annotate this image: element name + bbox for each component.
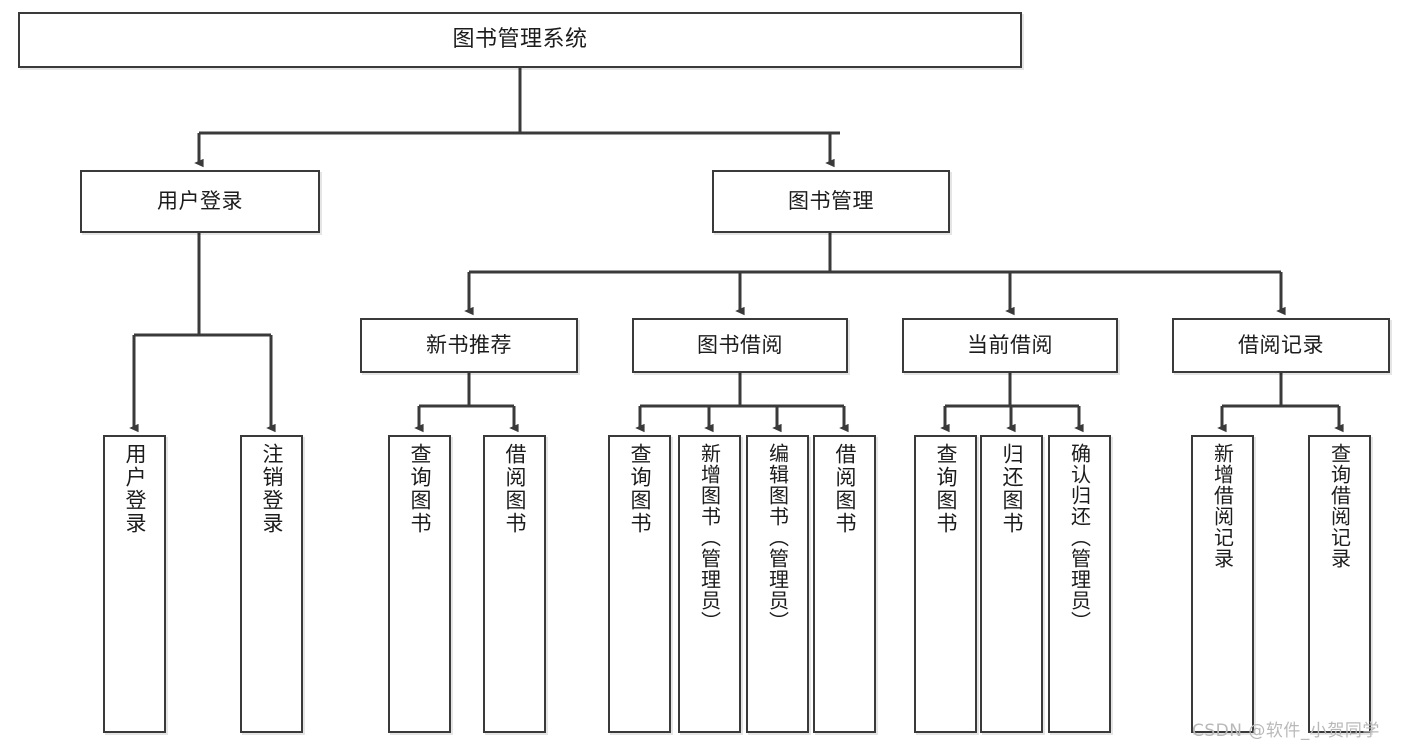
node-label: 查询图书: [408, 443, 432, 535]
node-label: 用户登录: [123, 443, 147, 535]
leaf-return-book[interactable]: 归还图书: [980, 435, 1043, 733]
node-borrow-record[interactable]: 借阅记录: [1172, 318, 1390, 373]
leaf-borrow-book[interactable]: 借阅图书: [813, 435, 876, 733]
node-current-borrow[interactable]: 当前借阅: [902, 318, 1118, 373]
node-label: 归还图书: [1000, 443, 1024, 535]
leaf-query-borrow-record[interactable]: 查询借阅记录: [1308, 435, 1371, 733]
node-new-book-recommend[interactable]: 新书推荐: [360, 318, 578, 373]
node-label: 图书管理系统: [452, 26, 588, 52]
node-book-borrow[interactable]: 图书借阅: [632, 318, 848, 373]
node-label: 查询图书: [628, 443, 652, 535]
leaf-borrow-book-recommend[interactable]: 借阅图书: [483, 435, 546, 733]
node-label: 编辑图书（管理员）: [765, 443, 790, 632]
node-label: 新增图书（管理员）: [697, 443, 722, 632]
node-label: 新书推荐: [426, 332, 512, 357]
node-label: 借阅图书: [833, 443, 857, 535]
node-user-login[interactable]: 用户登录: [80, 170, 320, 233]
leaf-edit-book-admin[interactable]: 编辑图书（管理员）: [746, 435, 809, 733]
leaf-query-book-recommend[interactable]: 查询图书: [388, 435, 451, 733]
node-label: 当前借阅: [967, 332, 1053, 357]
node-label: 用户登录: [157, 188, 243, 213]
leaf-query-book-current[interactable]: 查询图书: [914, 435, 977, 733]
leaf-logout-login[interactable]: 注销登录: [240, 435, 303, 733]
leaf-user-login[interactable]: 用户登录: [103, 435, 166, 733]
node-label: 图书管理: [788, 188, 874, 213]
node-label: 确认归还（管理员）: [1067, 443, 1092, 632]
node-label: 借阅图书: [503, 443, 527, 535]
leaf-query-book-borrow[interactable]: 查询图书: [608, 435, 671, 733]
leaf-add-book-admin[interactable]: 新增图书（管理员）: [678, 435, 741, 733]
node-label: 查询借阅记录: [1327, 443, 1352, 569]
node-label: 注销登录: [260, 443, 284, 535]
node-book-management[interactable]: 图书管理: [712, 170, 950, 233]
node-root-system[interactable]: 图书管理系统: [18, 12, 1022, 68]
leaf-confirm-return-admin[interactable]: 确认归还（管理员）: [1048, 435, 1111, 733]
csdn-watermark: CSDN @软件_小贺同学: [1192, 721, 1380, 741]
node-label: 查询图书: [934, 443, 958, 535]
node-label: 图书借阅: [697, 332, 783, 357]
leaf-add-borrow-record[interactable]: 新增借阅记录: [1191, 435, 1254, 733]
node-label: 新增借阅记录: [1210, 443, 1235, 569]
node-label: 借阅记录: [1238, 332, 1324, 357]
